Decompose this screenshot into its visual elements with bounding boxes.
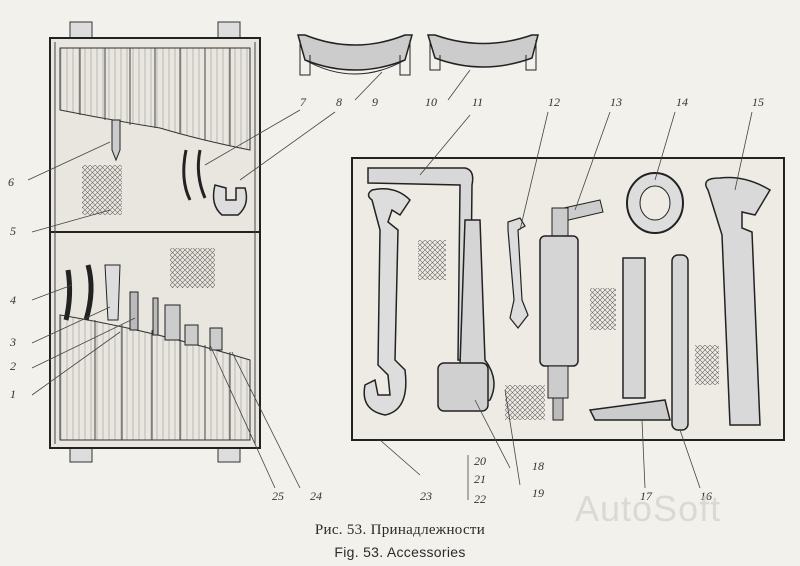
callout-20: 20 [474,454,486,468]
callout-8: 8 [336,95,342,109]
callout-5: 5 [10,224,16,238]
callout-24: 24 [310,489,322,503]
callout-4: 4 [10,293,16,307]
callout-16: 16 [700,489,712,503]
callout-14: 14 [676,95,688,109]
leader-lines [27,69,753,500]
callout-18: 18 [532,459,544,473]
callout-13: 13 [610,95,622,109]
tool-roll [49,21,261,463]
callout-7: 7 [300,95,307,109]
callout-3: 3 [9,335,16,349]
callout-1: 1 [10,387,16,401]
callout-labels: 1 2 3 4 5 6 7 8 9 10 11 12 13 14 15 16 1… [8,95,764,506]
callout-17: 17 [640,489,653,503]
callout-2: 2 [10,359,16,373]
callout-25: 25 [272,489,284,503]
bearing-shell-10 [426,34,539,71]
bearing-shell-9 [297,34,413,76]
callout-15: 15 [752,95,764,109]
watermark: AutoSoft [575,488,722,529]
callout-21: 21 [474,472,486,486]
tool-board [351,157,785,441]
callout-10: 10 [425,95,437,109]
callout-9: 9 [372,95,378,109]
accessories-illustration: 1 2 3 4 5 6 7 8 9 10 11 12 13 14 15 16 1… [8,21,785,506]
callout-23: 23 [420,489,432,503]
callout-6: 6 [8,175,14,189]
callout-19: 19 [532,486,544,500]
figure-caption-en: Fig. 53. Accessories [334,544,466,560]
callout-22: 22 [474,492,486,506]
callout-11: 11 [472,95,483,109]
callout-12: 12 [548,95,560,109]
figure-caption-ru: Рис. 53. Принадлежности [314,522,486,538]
